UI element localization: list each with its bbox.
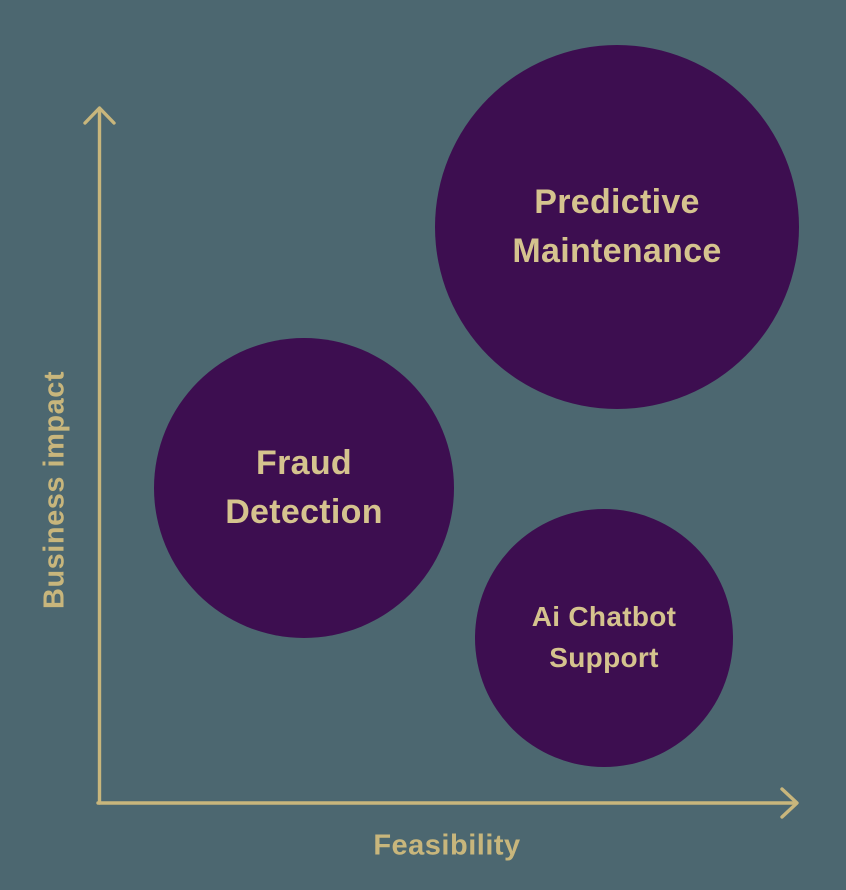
bubble-label-line: Ai Chatbot — [531, 601, 677, 633]
bubble-label-line: Fraud — [256, 443, 352, 482]
bubble-label-line: Detection — [225, 493, 383, 531]
bubble-label-line: Predictive — [534, 182, 700, 221]
x-axis-arrowhead-icon — [780, 787, 799, 819]
bubble-label-line: Support — [549, 642, 659, 673]
x-axis-label: Feasibility — [373, 829, 521, 862]
bubble-label-line: Maintenance — [512, 232, 722, 270]
y-axis-label: Business impact — [38, 371, 71, 609]
y-axis-arrowhead-icon — [83, 106, 116, 125]
